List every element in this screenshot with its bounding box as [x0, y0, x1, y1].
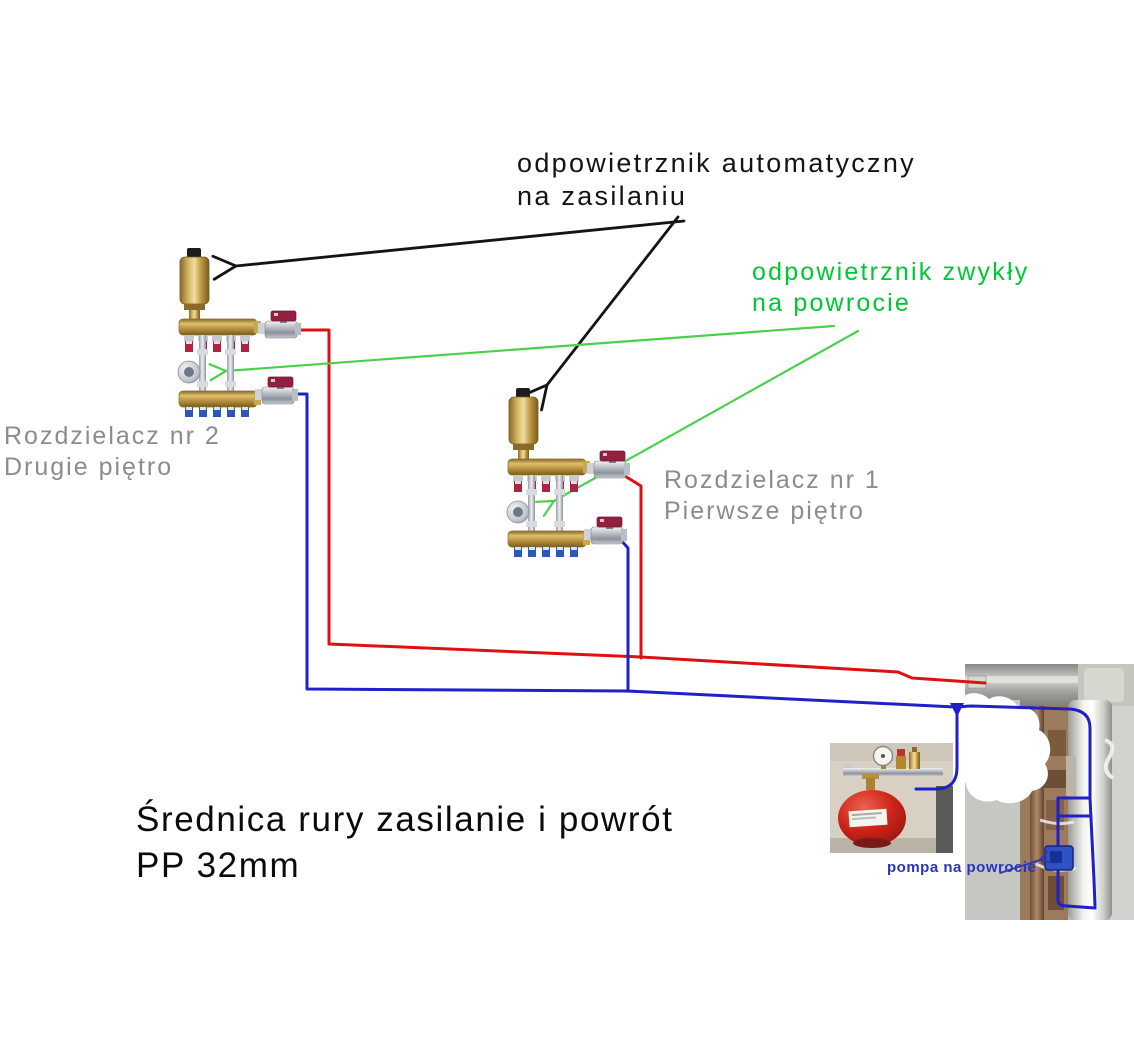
manifold-1-label-line1: Rozdzielacz nr 1 — [664, 466, 881, 494]
return-overlay-photo-4 — [1056, 867, 1097, 910]
auto-air-vent-label: odpowietrznik automatyczny na zasilaniu — [517, 147, 916, 213]
return-pipe-line-manifold1 — [616, 535, 630, 693]
pipe-diameter-note-line2: PP 32mm — [136, 846, 301, 886]
green-arrow-to-manifold2-flowmeter — [226, 324, 836, 371]
black-arrow-to-manifold1-vent — [547, 215, 680, 385]
manifold-2-label-line1: Rozdzielacz nr 2 — [4, 422, 221, 450]
expansion-vessel-photo — [830, 743, 953, 853]
manifold-2-label: Rozdzielacz nr 2 Drugie piętro — [4, 421, 221, 482]
pump-label-arrow — [999, 850, 1053, 874]
manifold-1-label-line2: Pierwsze piętro — [664, 496, 865, 525]
manifold-2-label-line2: Drugie piętro — [4, 452, 174, 481]
pump-label-text: pompa na powrocie — [887, 859, 1037, 876]
manifold-assembly-2 — [178, 248, 301, 417]
return-branch-to-vessel — [914, 708, 959, 791]
return-tee-junction — [950, 703, 964, 717]
auto-air-vent-label-line2: na zasilaniu — [517, 180, 688, 211]
circulation-pump-icon — [1044, 845, 1074, 871]
safety-valve-group-icon — [843, 745, 943, 776]
expansion-vessel-icon — [838, 774, 906, 848]
black-arrow-to-manifold2-vent — [236, 219, 686, 266]
plain-air-vent-label-line1: odpowietrznik zwykły — [752, 258, 1030, 286]
manifold-assembly-1 — [507, 388, 630, 557]
manifold-1-label: Rozdzielacz nr 1 Pierwsze piętro — [664, 465, 881, 526]
plain-air-vent-label: odpowietrznik zwykły na powrocie — [752, 257, 1029, 318]
return-overlay-photo-1 — [1056, 796, 1092, 848]
return-overlay-photo-3 — [1088, 796, 1097, 908]
supply-pipe-line-manifold1 — [618, 471, 643, 660]
auto-air-vent-label-line1: odpowietrznik automatyczny — [517, 148, 916, 178]
pipe-diameter-note: Średnica rury zasilanie i powrót PP 32mm — [136, 797, 674, 889]
pipe-diameter-note-line1: Średnica rury zasilanie i powrót — [136, 800, 674, 839]
pump-label: pompa na powrocie — [887, 859, 1036, 877]
plain-air-vent-label-line2: na powrocie — [752, 288, 912, 317]
white-mask-blob — [936, 693, 1051, 804]
